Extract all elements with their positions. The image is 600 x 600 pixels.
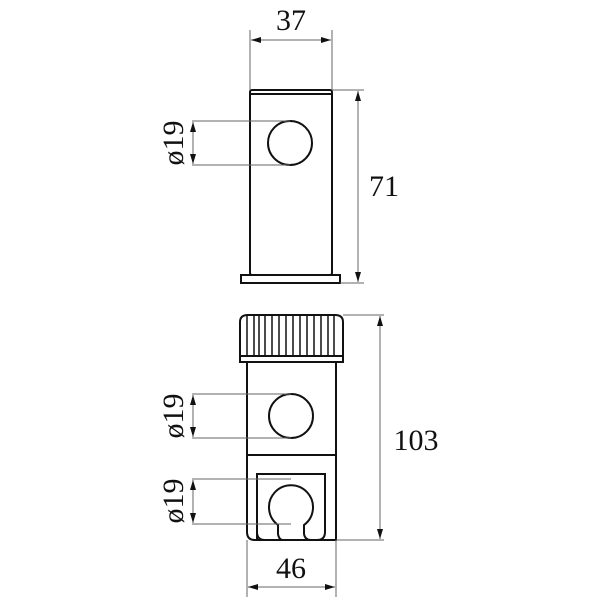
hole-label: ø19 xyxy=(157,394,190,439)
hole xyxy=(267,120,313,166)
clip-label: ø19 xyxy=(157,479,190,524)
wall-bracket-part xyxy=(240,89,341,284)
clip-opening xyxy=(256,484,314,541)
dimension-hole-top: ø19 xyxy=(157,120,290,166)
bracket-body xyxy=(249,89,333,276)
height-label: 103 xyxy=(394,424,439,457)
hole xyxy=(268,393,314,439)
dimension-clip: ø19 xyxy=(157,478,291,525)
holder-body xyxy=(246,362,337,541)
dimension-hole-bottom: ø19 xyxy=(157,393,291,439)
knurled-cap xyxy=(239,314,344,363)
holder-part xyxy=(239,314,344,541)
width-label: 46 xyxy=(276,552,306,585)
width-label: 37 xyxy=(276,4,306,37)
clip-frame xyxy=(256,473,326,541)
dimension-46: 46 xyxy=(246,540,337,597)
hole-label: ø19 xyxy=(157,121,190,166)
dimension-37: 37 xyxy=(249,4,333,90)
dimension-71: 71 xyxy=(332,89,399,284)
height-label: 71 xyxy=(369,170,399,203)
base-plate xyxy=(240,274,341,284)
dimension-103: 103 xyxy=(336,314,439,541)
